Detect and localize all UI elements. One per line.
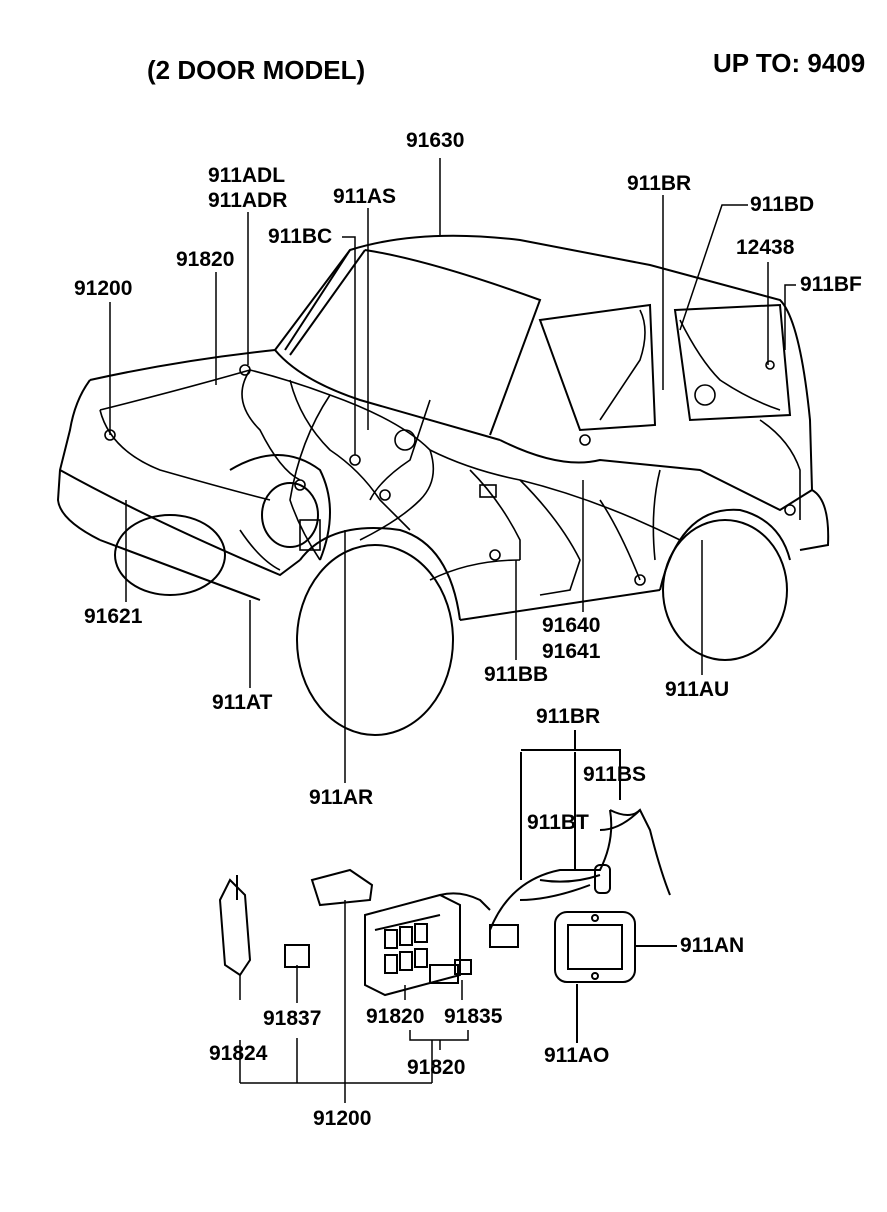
part-label-911AR: 911AR bbox=[309, 786, 374, 809]
part-label-91835: 91835 bbox=[444, 1005, 503, 1028]
bottom-leaders bbox=[239, 900, 469, 1103]
part-label-12438: 12438 bbox=[736, 236, 795, 259]
part-label-911BB: 911BB bbox=[484, 663, 549, 686]
part-label-91200-top: 91200 bbox=[74, 277, 133, 300]
part-label-911BS: 911BS bbox=[583, 763, 647, 786]
part-label-91820-b: 91820 bbox=[407, 1056, 466, 1079]
part-label-911AN: 911AN bbox=[680, 934, 745, 957]
part-label-911AT: 911AT bbox=[212, 691, 273, 714]
part-label-911BD: 911BD bbox=[750, 193, 815, 216]
leader-lines bbox=[109, 158, 796, 783]
part-label-91621: 91621 bbox=[84, 605, 143, 628]
control-unit-part bbox=[554, 911, 677, 1043]
wiring-harness bbox=[99, 309, 801, 596]
part-label-91837: 91837 bbox=[263, 1007, 322, 1030]
part-label-911BR-top: 911BR bbox=[627, 172, 692, 195]
part-label-911ADL: 911ADL bbox=[208, 164, 286, 187]
part-label-911BR-mid: 911BR bbox=[536, 705, 601, 728]
part-label-911AS: 911AS bbox=[333, 185, 397, 208]
part-label-911ADR: 911ADR bbox=[208, 189, 288, 212]
junction-box-part bbox=[364, 892, 491, 997]
part-label-911BC: 911BC bbox=[268, 225, 333, 248]
part-label-91630: 91630 bbox=[406, 129, 465, 152]
part-label-911AU: 911AU bbox=[665, 678, 730, 701]
part-label-91200-bottom: 91200 bbox=[313, 1107, 372, 1130]
part-label-91641: 91641 bbox=[542, 640, 601, 663]
relay-parts bbox=[218, 868, 374, 977]
part-label-911BF: 911BF bbox=[800, 273, 862, 296]
part-label-911BT: 911BT bbox=[527, 811, 589, 834]
part-label-91640: 91640 bbox=[542, 614, 601, 637]
part-label-911AO: 911AO bbox=[544, 1044, 610, 1067]
vehicle-body bbox=[56, 234, 830, 736]
part-label-91824: 91824 bbox=[209, 1042, 268, 1065]
part-label-91820-a: 91820 bbox=[366, 1005, 425, 1028]
bracket-detail bbox=[489, 730, 671, 948]
model-title: (2 DOOR MODEL) bbox=[147, 55, 366, 85]
date-range: UP TO: 9409 bbox=[713, 48, 866, 78]
part-label-91820-top: 91820 bbox=[176, 248, 235, 271]
